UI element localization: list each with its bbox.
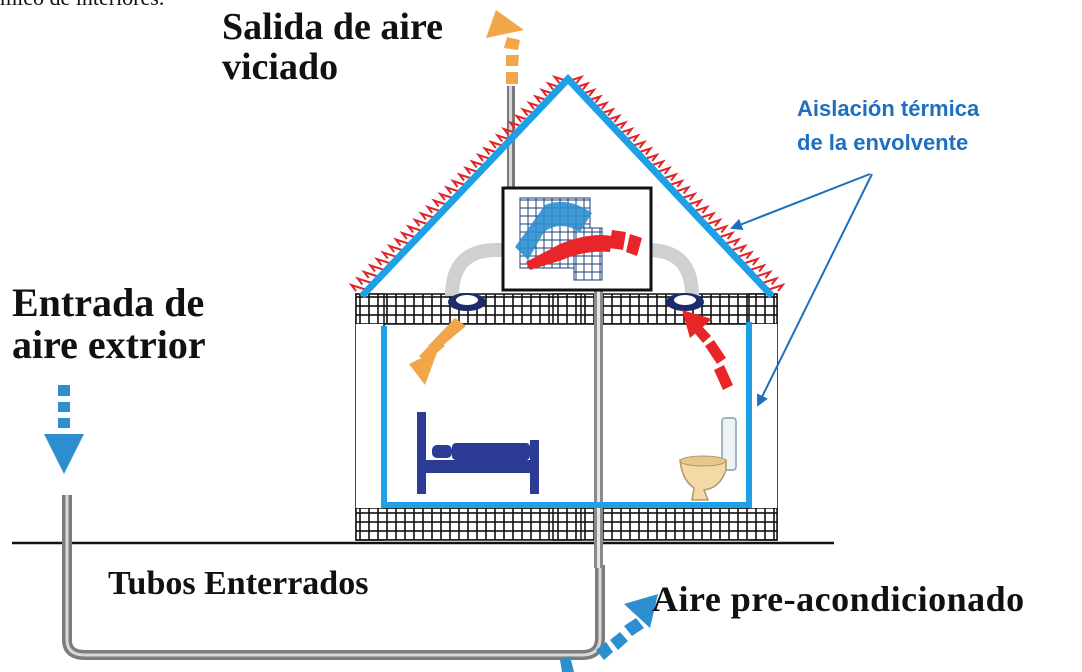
roof-hatch-stroke (412, 218, 430, 227)
roof-hatch-stroke (762, 276, 780, 286)
roof-hatch-stroke (462, 166, 481, 175)
roof-hatch-stroke (736, 250, 755, 260)
house-walls (355, 293, 778, 541)
thermal-insulation-label: Aislación térmica de la envolvente (797, 92, 979, 160)
roof-hatch-stroke (431, 198, 449, 208)
roof-hatch-stroke (692, 205, 710, 214)
bed-icon (417, 412, 539, 494)
roof-hatch-stroke (749, 263, 767, 273)
toilet-icon (679, 417, 737, 501)
roof-hatch-stroke (354, 276, 373, 286)
outdoor-air-inlet-label: Entrada de aire extrior (12, 282, 206, 366)
roof-hatch-stroke (755, 270, 773, 279)
annotation-arrow-roof (730, 173, 871, 230)
extract-air-arrow (682, 310, 733, 390)
caption-fragment: mico de interiores. (0, 0, 164, 9)
supply-air-arrow (409, 318, 466, 385)
wall-insulation-line (381, 322, 752, 508)
exhaust-air-label-line1: Salida de aire (222, 6, 443, 48)
fresh-air-intake-arrow (44, 385, 84, 474)
roof-hatch-stroke (373, 257, 392, 266)
buried-tubes-label: Tubos Enterrados (108, 565, 369, 602)
roof-hatch-stroke (648, 159, 666, 169)
roof-hatch-stroke (629, 140, 648, 149)
roof-hatch-stroke (711, 224, 729, 234)
roof-hatch-stroke (380, 250, 398, 260)
roof-hatch-stroke (636, 146, 654, 156)
roof-hatch-stroke (667, 179, 685, 188)
roof-hatch-stroke (680, 192, 698, 201)
exhaust-air-arrow (486, 10, 524, 84)
outdoor-air-inlet-label-line2: aire extrior (12, 322, 206, 367)
roof-hatch-stroke (488, 140, 506, 149)
roof-hatch-stroke (661, 172, 679, 182)
roof-hatch-stroke (443, 185, 461, 195)
roof-hatch-stroke (367, 263, 385, 273)
roof-hatch-stroke (768, 283, 786, 292)
annotation-arrow-wall (757, 173, 873, 407)
ventilation-unit-icon (501, 186, 653, 292)
roof-hatch-stroke (437, 192, 455, 201)
thermal-insulation-label-line2: de la envolvente (797, 130, 969, 156)
roof-hatch-stroke (481, 146, 500, 156)
air-vent-icon (666, 293, 704, 311)
thermal-insulation-label-line1: Aislación térmica (797, 96, 980, 121)
roof-hatch-stroke (456, 172, 474, 182)
roof-hatch-stroke (705, 218, 723, 227)
roof-insulation-line (359, 73, 775, 299)
outdoor-air-inlet-label-line1: Entrada de (12, 280, 205, 325)
roof-hatch-stroke (686, 198, 704, 208)
roof-hatch-stroke (393, 237, 411, 247)
roof-hatch-stroke (386, 244, 404, 253)
roof-hatch-stroke (475, 153, 493, 162)
roof-hatch-stroke (718, 231, 736, 240)
roof-hatch-stroke (399, 231, 417, 240)
preconditioned-air-label: Aire pre-acondicionado (652, 579, 1025, 619)
roof-hatch-stroke (699, 211, 717, 221)
preconditioned-air-arrow (560, 594, 658, 672)
roof-hatch-stroke (405, 224, 423, 234)
roof-hatch-stroke (655, 166, 673, 175)
air-vent-icon (448, 293, 486, 311)
roof-hatch-stroke (724, 237, 742, 247)
roof-hatch-stroke (418, 211, 436, 221)
roof-hatch-stroke (450, 179, 468, 188)
roof-hatch-stroke (469, 159, 487, 169)
roof-hatch-stroke (348, 283, 366, 292)
roof-hatch-stroke (673, 185, 692, 195)
roof-hatch-stroke (730, 244, 748, 253)
roof-hatch-stroke (361, 270, 379, 279)
exhaust-air-label: Salida de aire viciado (222, 6, 443, 88)
roof-hatch-stroke (424, 205, 442, 214)
roof-hatch-stroke (743, 257, 761, 266)
roof-hatch-stroke (642, 153, 660, 162)
exhaust-air-label-line2: viciado (222, 45, 339, 88)
